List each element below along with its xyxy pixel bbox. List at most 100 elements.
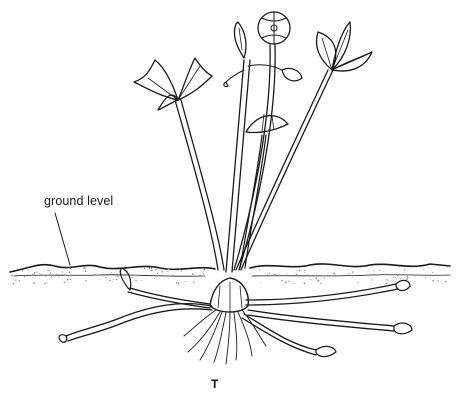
soil-dot [32, 274, 33, 275]
bulb [210, 278, 248, 312]
soil-dot [203, 273, 204, 274]
soil-dot [45, 275, 46, 276]
soil-dot [407, 277, 408, 278]
soil-dot [46, 282, 47, 283]
soil-dot [315, 278, 317, 280]
soil-dot [162, 271, 163, 272]
soil-dot [204, 269, 206, 271]
soil-dot [285, 281, 287, 283]
ground-level-pointer [55, 213, 70, 265]
soil-dot [348, 273, 349, 274]
soil-dot [51, 276, 52, 277]
soil-dot [428, 268, 429, 269]
soil-dot [118, 269, 119, 270]
soil-dot [304, 272, 305, 273]
soil-dot [179, 269, 180, 270]
soil-dot [48, 270, 49, 271]
soil-dot [379, 270, 380, 271]
soil-dot [94, 274, 95, 275]
soil-dot [34, 273, 35, 274]
soil-dot [105, 277, 106, 278]
figure-label: T [211, 377, 218, 391]
soil-dot [286, 273, 287, 274]
soil-dot [269, 273, 270, 274]
soil-dot [157, 273, 158, 274]
soil-dot [15, 279, 16, 280]
soil-dot [333, 273, 335, 275]
soil-dot [317, 280, 318, 281]
soil-dot [268, 275, 269, 276]
soil-dot [147, 277, 148, 278]
soil-dot [441, 275, 442, 276]
soil-dot [49, 274, 50, 275]
soil-dot [48, 269, 49, 270]
leaf-left [134, 58, 212, 110]
soil-dot [184, 281, 185, 282]
soil-dot [85, 280, 86, 281]
soil-dot [304, 270, 305, 271]
leaf-right [317, 22, 372, 71]
soil-dot [390, 278, 391, 279]
soil-dot [398, 274, 399, 275]
soil-dot [39, 273, 40, 274]
soil-dot [307, 274, 309, 276]
soil-dot [404, 269, 405, 270]
soil-dot [109, 280, 111, 282]
soil-dot [423, 269, 424, 270]
soil-dot [117, 276, 118, 277]
soil-dot [299, 270, 300, 271]
soil-dot [19, 280, 20, 281]
soil-dot [56, 274, 57, 275]
soil-dot [50, 272, 51, 273]
soil-dot [67, 279, 69, 281]
soil-dot [178, 282, 180, 284]
soil-dot [181, 270, 182, 271]
soil-dot [33, 282, 35, 284]
soil-dot [311, 279, 312, 280]
soil-dot [113, 279, 114, 280]
soil-dot [132, 277, 133, 278]
soil-dot [414, 274, 416, 276]
soil-dot [51, 275, 52, 276]
stems [175, 45, 333, 272]
soil-dot [135, 280, 136, 281]
soil-dot [155, 269, 156, 270]
flower-bud-side [224, 68, 302, 86]
soil-dot [148, 267, 150, 269]
soil-dot [11, 274, 13, 276]
soil-dot [156, 268, 157, 269]
soil-dot [84, 267, 86, 269]
soil-dot [172, 275, 174, 277]
soil-dot [192, 273, 194, 275]
soil-dot [151, 268, 152, 269]
soil-dot [425, 277, 426, 278]
soil-dot [385, 283, 387, 285]
soil-dot [141, 280, 142, 281]
soil-dot [386, 279, 387, 280]
soil-dot [260, 282, 261, 283]
soil-dot [352, 271, 353, 272]
soil-dot [167, 271, 168, 272]
soil-dot [144, 268, 145, 269]
soil-dot [34, 272, 35, 273]
roots [184, 310, 266, 364]
soil-dot [168, 268, 170, 270]
ground-level-label: ground level [44, 194, 113, 208]
soil-stipple [11, 267, 446, 284]
soil-dot [293, 283, 294, 284]
soil-dot [13, 277, 14, 278]
soil-dot [44, 283, 45, 284]
soil-dot [22, 270, 24, 272]
soil-dot [377, 275, 378, 276]
soil-dot [259, 269, 260, 270]
soil-dot [304, 283, 306, 285]
soil-dot [109, 274, 110, 275]
soil-dot [151, 270, 153, 272]
soil-dot [99, 279, 100, 280]
soil-dot [70, 267, 72, 269]
soil-dot [432, 280, 434, 282]
soil-dot [199, 275, 201, 277]
soil-dot [443, 274, 445, 276]
soil-dot [400, 278, 401, 279]
